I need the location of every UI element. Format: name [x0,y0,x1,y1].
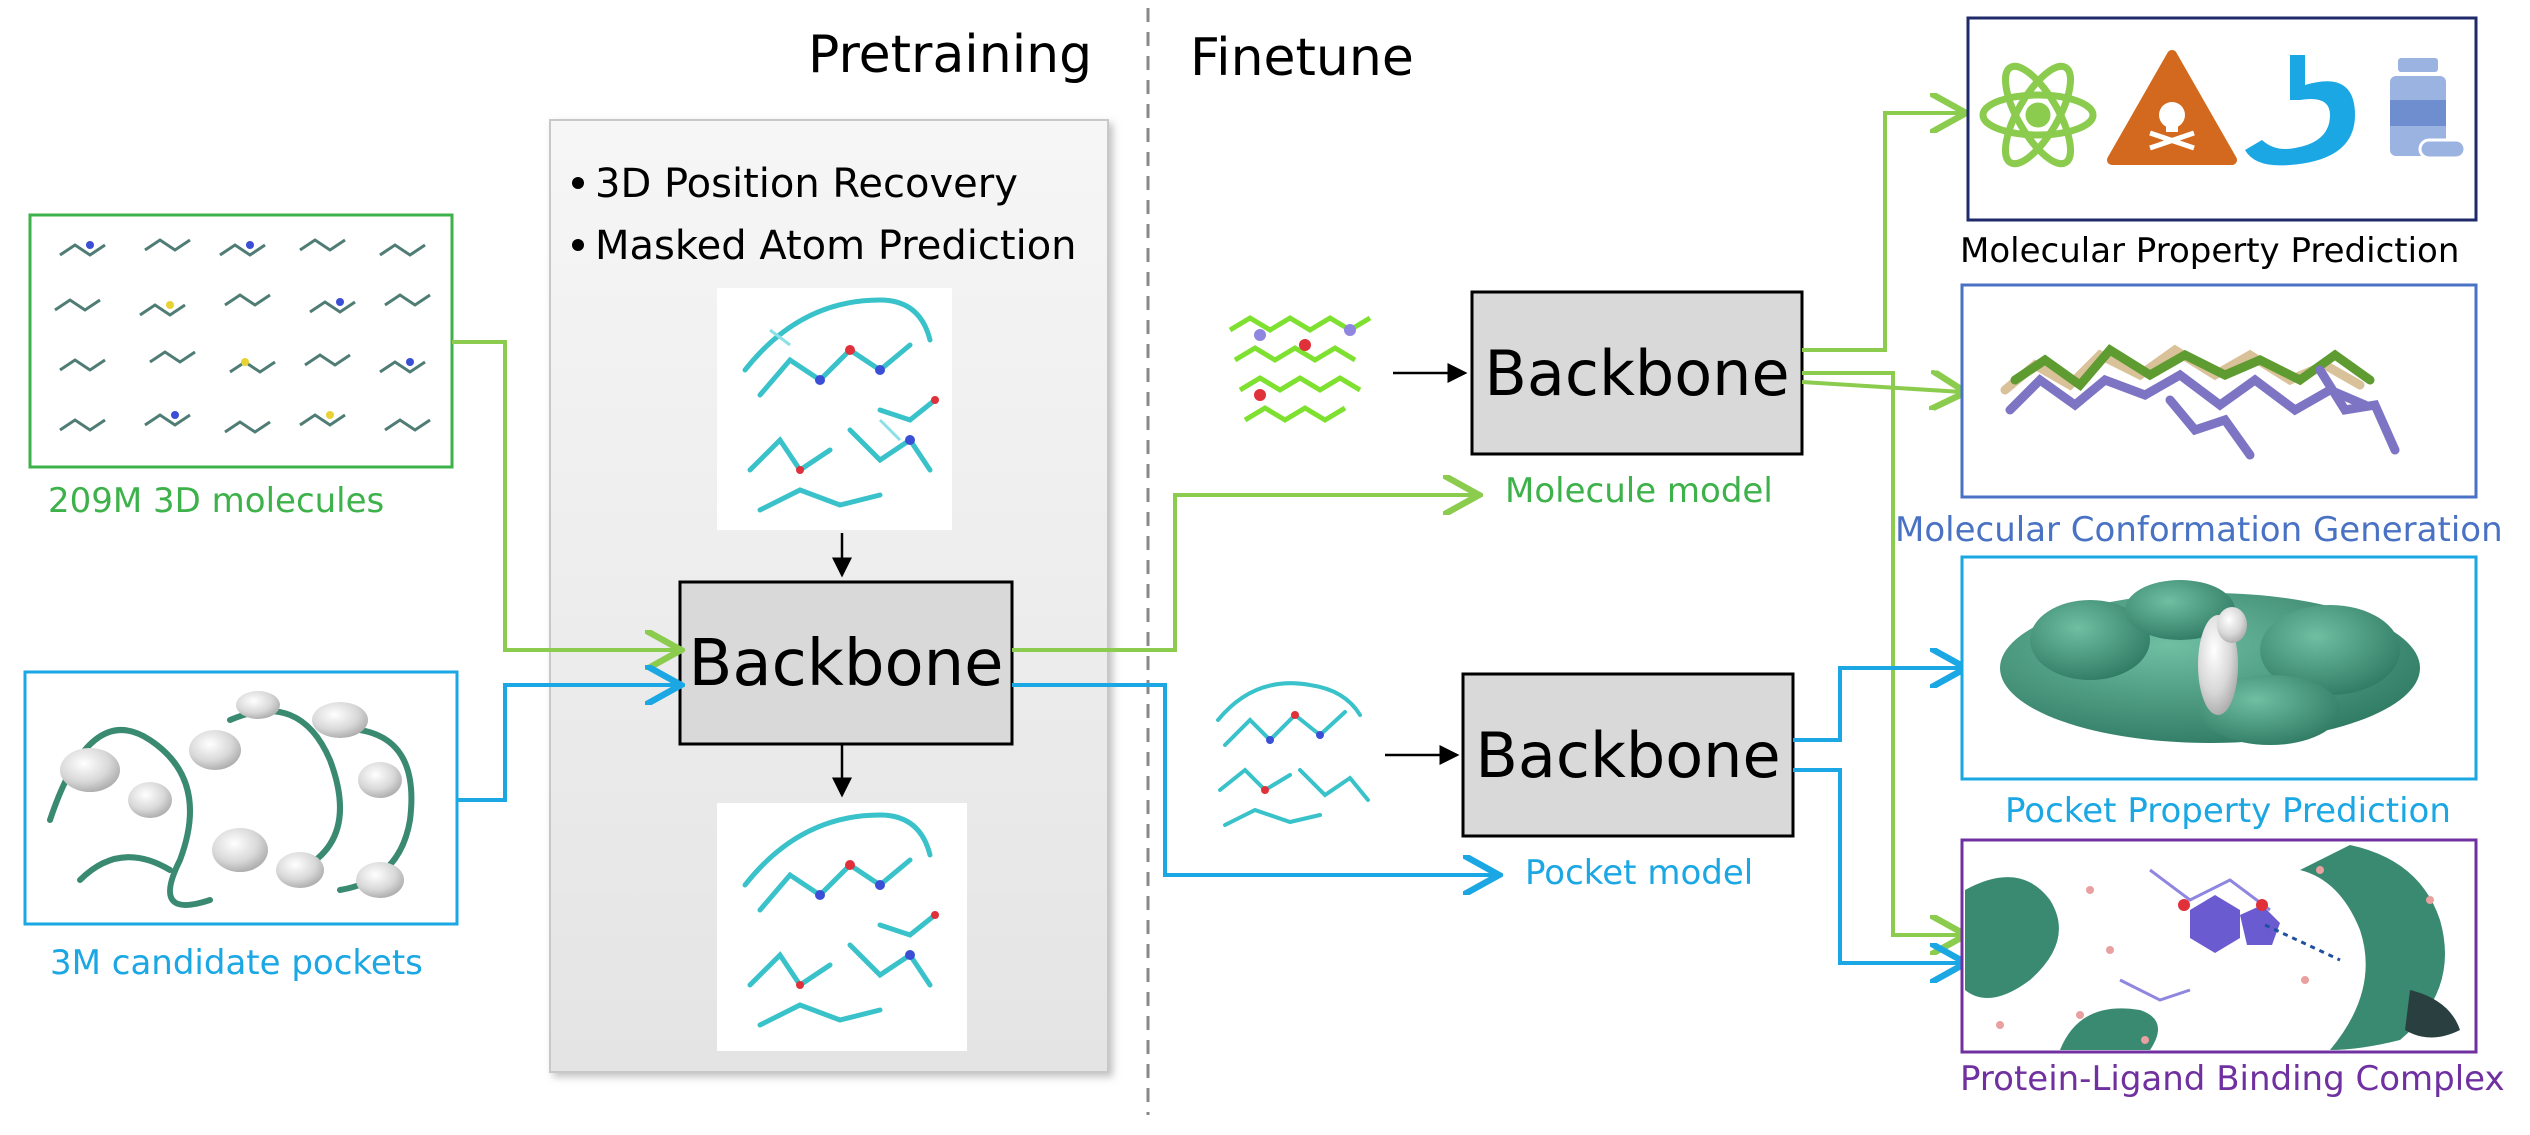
pocket-backbone-label: Backbone [1475,719,1780,792]
molecules-grid-image [54,238,431,434]
pocket-property-label: Pocket Property Prediction [2005,791,2451,831]
connector-pockets-to-backbone [457,685,677,802]
finetune-molecule-image [1212,292,1390,464]
finetune-pocket-image [1205,672,1383,842]
task2-bullet [572,239,584,251]
pockets-label: 3M candidate pockets [50,943,423,983]
connector-to-complex-blue [1793,768,1962,963]
pockets-protein-image [47,691,415,908]
conformation-output-box [1960,283,2478,499]
pocket-model-label: Pocket model [1525,853,1753,893]
medicine-bottle-icon [2390,58,2467,160]
pocket-backbone-box [1461,672,1795,838]
connector-molecules-to-backbone [452,340,677,650]
molecule-backbone-label: Backbone [1484,337,1789,410]
toxicity-icon [2107,50,2237,165]
pretrain-backbone-label: Backbone [688,627,1003,701]
molecule-backbone-box [1470,290,1804,456]
connector-to-property [1802,113,1962,352]
connector-to-pocket-property [1793,668,1962,742]
connector-to-complex-green [1802,371,1962,935]
pretrain-backbone-box [678,580,1014,746]
molecules-heteroatoms [86,241,414,419]
task-position-recovery: 3D Position Recovery [595,161,1018,207]
atom-icon [1979,62,2097,168]
connector-backbone-to-molecule-model [1012,495,1475,652]
conformation-structures-image [2000,344,2400,460]
complex-structure-image [1965,845,2460,1050]
pretrain-output-structure-image [717,803,967,1051]
connector-to-conformation [1801,382,1962,392]
task-masked-atom: Masked Atom Prediction [595,223,1077,269]
stomach-icon [2245,55,2355,166]
finetune-title: Finetune [1190,28,1414,88]
property-label: Molecular Property Prediction [1960,231,2459,271]
conformation-label: Molecular Conformation Generation [1895,510,2503,550]
pocket-surface-image [2000,580,2420,745]
pretrain-input-structure-image [717,288,952,530]
task1-bullet [572,177,584,189]
complex-label: Protein-Ligand Binding Complex [1960,1059,2505,1099]
connector-backbone-to-pocket-model [1012,683,1495,875]
molecule-model-label: Molecule model [1505,471,1773,511]
pretraining-title: Pretraining [808,25,1092,85]
molecules-input-box [28,213,454,469]
molecules-label: 209M 3D molecules [48,481,384,521]
